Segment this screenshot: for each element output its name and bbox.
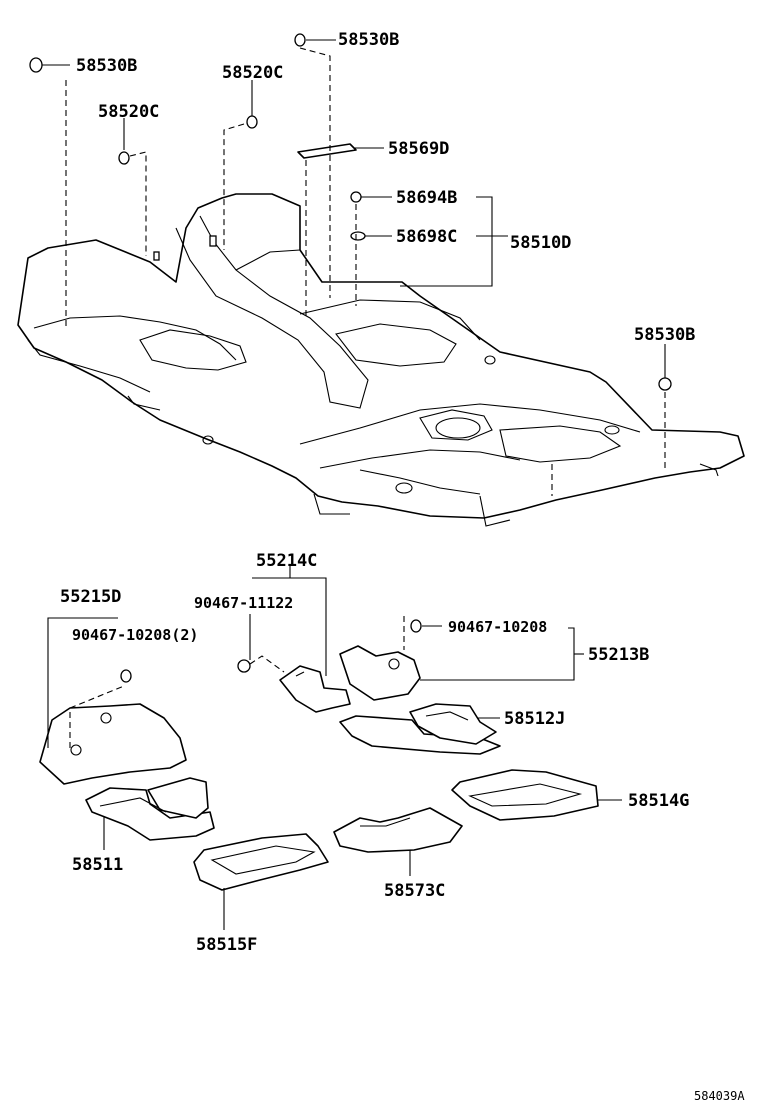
- silencer-55214C: [237, 566, 351, 713]
- pad-58569D: [297, 143, 384, 159]
- clip-58520C-left: [118, 118, 130, 165]
- clip-58520C-top: [246, 80, 258, 129]
- figure-reference: 584039A: [694, 1089, 745, 1103]
- label-58515F: 58515F: [196, 935, 257, 955]
- pad-58573C: [333, 807, 463, 876]
- mat-58514G: [451, 769, 622, 821]
- part-labels: 58530B 58530B 58520C 58520C 58569D 58694…: [60, 30, 745, 1103]
- label-58530B-top: 58530B: [338, 30, 399, 50]
- label-58694B: 58694B: [396, 188, 457, 208]
- mat-58511: [85, 777, 215, 850]
- silencer-55213B: [339, 616, 584, 701]
- label-58514G: 58514G: [628, 791, 689, 811]
- bracket-58510D: [400, 196, 493, 287]
- clip-58530B-right: [658, 344, 672, 391]
- label-55215D: 55215D: [60, 587, 121, 607]
- label-55214C: 55214C: [256, 551, 317, 571]
- label-58520C-left: 58520C: [98, 102, 159, 122]
- label-58530B-right: 58530B: [634, 325, 695, 345]
- label-58512J: 58512J: [504, 709, 565, 729]
- nut-58694B: [350, 191, 392, 203]
- label-90467-10208: 90467-10208: [448, 618, 547, 636]
- silencer-55215D: [39, 617, 187, 785]
- label-58698C: 58698C: [396, 227, 457, 247]
- clip-58530B-top: [294, 33, 336, 47]
- floor-carpet-assembly: [17, 193, 745, 527]
- washer-58698C: [350, 231, 392, 241]
- mat-58515F: [193, 833, 329, 930]
- label-90467-11122: 90467-11122: [194, 594, 293, 612]
- label-58511: 58511: [72, 855, 123, 875]
- label-58573C: 58573C: [384, 881, 445, 901]
- label-90467-10208-2: 90467-10208(2): [72, 626, 198, 644]
- label-58569D: 58569D: [388, 139, 449, 159]
- label-58520C-top: 58520C: [222, 63, 283, 83]
- label-58510D: 58510D: [510, 233, 571, 253]
- mat-58512J: [339, 703, 501, 755]
- label-58530B-left: 58530B: [76, 56, 137, 76]
- label-55213B: 55213B: [588, 645, 649, 665]
- clip-58530B-left: [29, 57, 70, 73]
